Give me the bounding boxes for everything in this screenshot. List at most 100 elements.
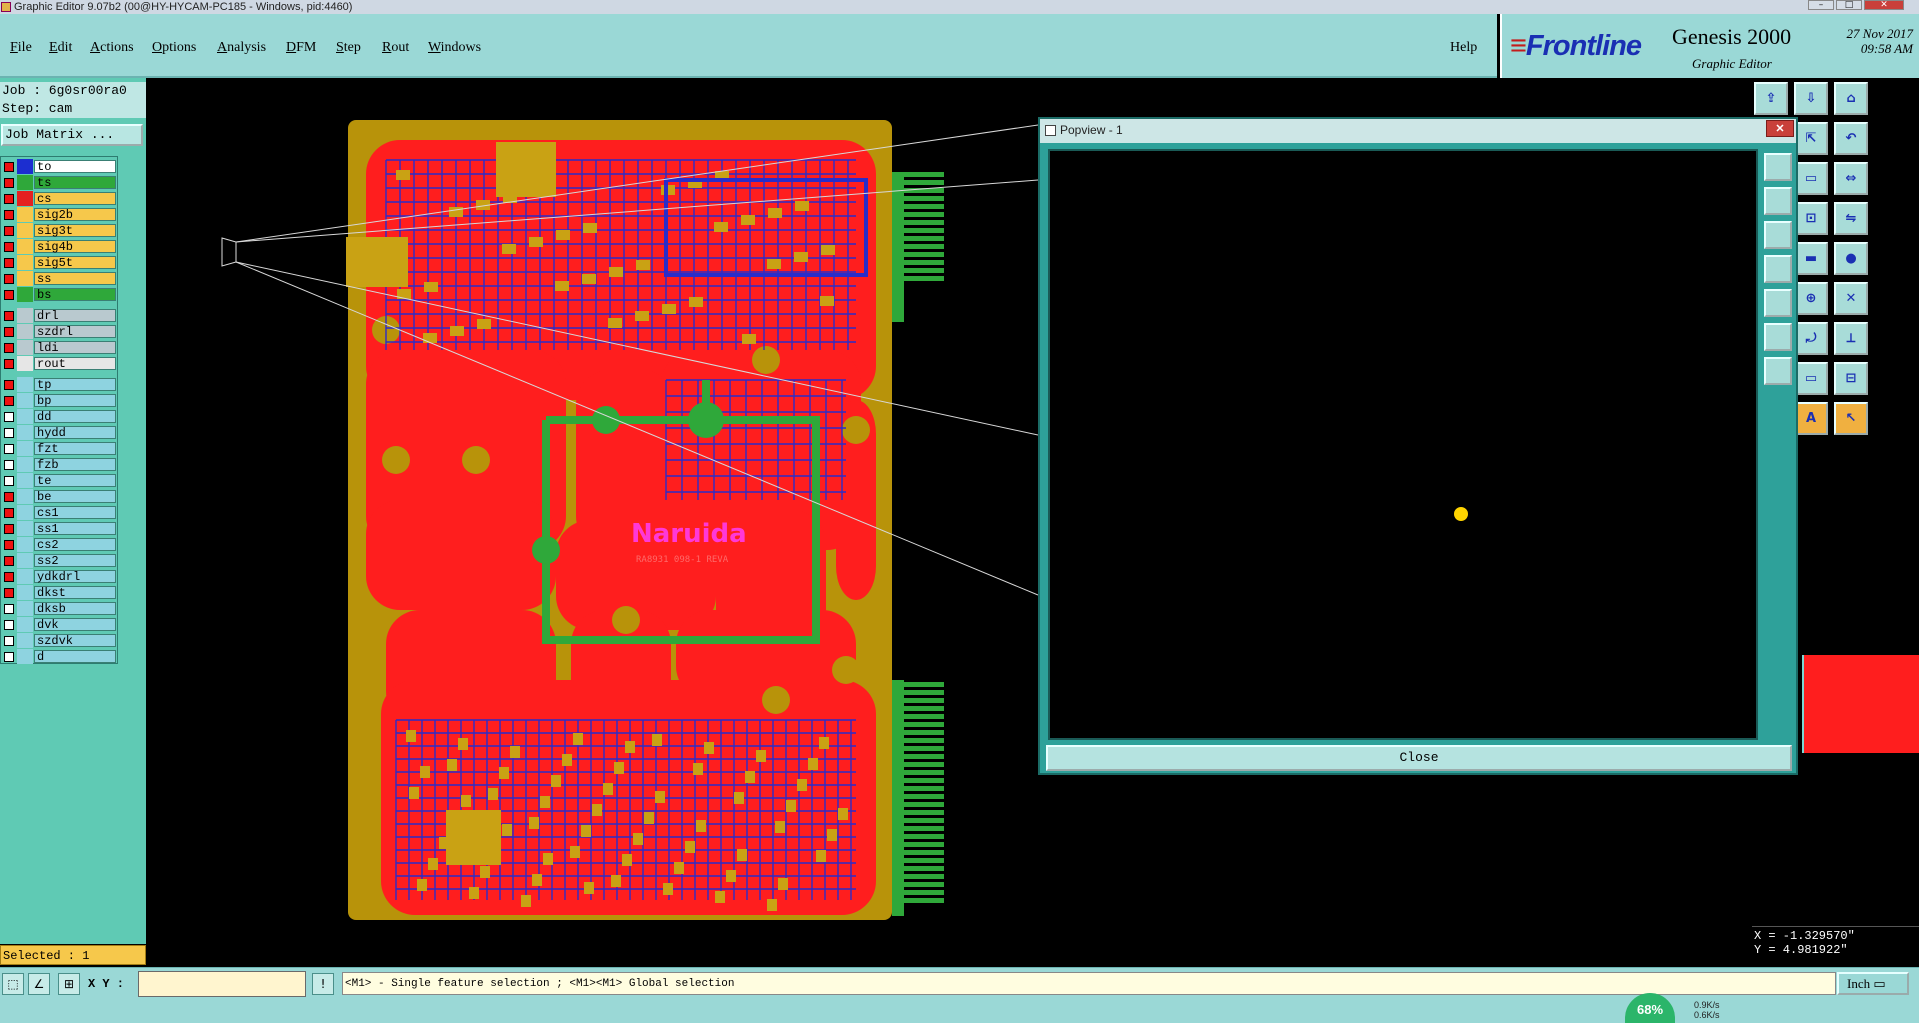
layer-color-swatch[interactable] xyxy=(17,425,33,440)
align-icon[interactable]: ⊟ xyxy=(1834,362,1868,395)
layer-checkbox[interactable] xyxy=(4,178,14,188)
layer-color-swatch[interactable] xyxy=(17,255,33,270)
pv-zoom-icon[interactable] xyxy=(1764,153,1792,181)
home-icon[interactable]: ⌂ xyxy=(1834,82,1868,115)
cut-icon[interactable]: ⇪ xyxy=(1754,82,1788,115)
layer-checkbox[interactable] xyxy=(4,194,14,204)
menu-analysis[interactable]: Analysis xyxy=(217,40,266,56)
layer-row[interactable]: tp xyxy=(1,377,119,392)
layer-row[interactable]: rout xyxy=(1,356,119,371)
layer-row[interactable]: dksb xyxy=(1,601,119,616)
measure-icon[interactable]: ▬ xyxy=(1794,242,1828,275)
layer-checkbox[interactable] xyxy=(4,359,14,369)
layer-name[interactable]: ydkdrl xyxy=(34,570,116,584)
layer-name[interactable]: dksb xyxy=(34,602,116,616)
layer-color-swatch[interactable] xyxy=(17,457,33,472)
layer-row[interactable]: cs1 xyxy=(1,505,119,520)
layer-name[interactable]: sig3t xyxy=(34,224,116,238)
layer-name[interactable]: tp xyxy=(34,378,116,392)
layer-color-swatch[interactable] xyxy=(17,633,33,648)
layer-checkbox[interactable] xyxy=(4,508,14,518)
layer-color-swatch[interactable] xyxy=(17,340,33,355)
layer-row[interactable]: sig3t xyxy=(1,223,119,238)
layer-checkbox[interactable] xyxy=(4,290,14,300)
pad-icon[interactable]: ● xyxy=(1834,242,1868,275)
menu-step[interactable]: Step xyxy=(336,40,361,56)
undo-icon[interactable]: ↶ xyxy=(1834,122,1868,155)
layer-name[interactable]: szdvk xyxy=(34,634,116,648)
layer-checkbox[interactable] xyxy=(4,604,14,614)
layer-row[interactable]: cs2 xyxy=(1,537,119,552)
window-close-button[interactable]: ✕ xyxy=(1864,0,1904,10)
layer-color-swatch[interactable] xyxy=(17,521,33,536)
pv-center-icon[interactable] xyxy=(1764,357,1792,385)
layer-color-swatch[interactable] xyxy=(17,191,33,206)
layer-color-swatch[interactable] xyxy=(17,308,33,323)
layer-checkbox[interactable] xyxy=(4,620,14,630)
layer-checkbox[interactable] xyxy=(4,572,14,582)
layer-name[interactable]: cs xyxy=(34,192,116,206)
menu-file[interactable]: File xyxy=(10,40,32,56)
snap-icon[interactable]: ⊕ xyxy=(1794,282,1828,315)
layer-row[interactable]: sig5t xyxy=(1,255,119,270)
menu-help[interactable]: Help xyxy=(1450,40,1478,55)
layer-name[interactable]: dd xyxy=(34,410,116,424)
popview-close-x[interactable]: ✕ xyxy=(1766,120,1794,137)
layer-checkbox[interactable] xyxy=(4,636,14,646)
layer-row[interactable]: szdvk xyxy=(1,633,119,648)
layer-checkbox[interactable] xyxy=(4,327,14,337)
layer-color-swatch[interactable] xyxy=(17,441,33,456)
grid-mode-icon[interactable]: ⊞ xyxy=(58,973,80,995)
layer-checkbox[interactable] xyxy=(4,226,14,236)
layer-checkbox[interactable] xyxy=(4,556,14,566)
layer-row[interactable]: fzt xyxy=(1,441,119,456)
connect-icon[interactable]: ⟂ xyxy=(1834,322,1868,355)
layer-color-swatch[interactable] xyxy=(17,223,33,238)
copy-icon[interactable]: ⊡ xyxy=(1794,202,1828,235)
layer-row[interactable]: d xyxy=(1,649,119,664)
layer-row[interactable]: ts xyxy=(1,175,119,190)
minimize-button[interactable]: – xyxy=(1808,0,1834,10)
menu-actions[interactable]: Actions xyxy=(90,40,134,56)
layer-name[interactable]: bp xyxy=(34,394,116,408)
layer-name[interactable]: to xyxy=(34,160,116,174)
layer-checkbox[interactable] xyxy=(4,380,14,390)
menu-options[interactable]: Options xyxy=(152,40,196,56)
pv-up-icon[interactable] xyxy=(1764,187,1792,215)
layer-name[interactable]: cs2 xyxy=(34,538,116,552)
popview-titlebar[interactable]: Popview - 1 ✕ xyxy=(1040,119,1796,143)
layer-checkbox[interactable] xyxy=(4,258,14,268)
layer-color-swatch[interactable] xyxy=(17,409,33,424)
menu-dfm[interactable]: DFM xyxy=(286,40,316,56)
pv-down-icon[interactable] xyxy=(1764,221,1792,249)
job-matrix-button[interactable]: Job Matrix ... xyxy=(1,124,143,146)
work-layer-icon[interactable] xyxy=(17,159,33,174)
zoom-in-icon[interactable]: ⇱ xyxy=(1794,122,1828,155)
layer-name[interactable]: bs xyxy=(34,288,116,302)
select-mode-icon[interactable]: ⬚ xyxy=(2,973,24,995)
layer-checkbox[interactable] xyxy=(4,412,14,422)
layer-checkbox[interactable] xyxy=(4,588,14,598)
menu-rout[interactable]: Rout xyxy=(382,40,409,56)
pv-right-icon[interactable] xyxy=(1764,289,1792,317)
popview-canvas[interactable] xyxy=(1048,149,1758,740)
layer-row[interactable]: cs xyxy=(1,191,119,206)
layer-row[interactable]: dkst xyxy=(1,585,119,600)
layer-checkbox[interactable] xyxy=(4,524,14,534)
layer-name[interactable]: sig2b xyxy=(34,208,116,222)
layer-name[interactable]: be xyxy=(34,490,116,504)
split-icon[interactable]: ▭ xyxy=(1794,162,1828,195)
layer-checkbox[interactable] xyxy=(4,476,14,486)
layer-row[interactable]: sig2b xyxy=(1,207,119,222)
info-icon[interactable]: ! xyxy=(312,973,334,995)
layer-row[interactable]: ydkdrl xyxy=(1,569,119,584)
layer-color-swatch[interactable] xyxy=(17,649,33,664)
layer-row[interactable]: bs xyxy=(1,287,119,302)
measure-mode-icon[interactable]: ∠ xyxy=(28,973,50,995)
layer-color-swatch[interactable] xyxy=(17,287,33,302)
mirror-icon[interactable]: ⇋ xyxy=(1834,202,1868,235)
layer-checkbox[interactable] xyxy=(4,274,14,284)
layer-name[interactable]: szdrl xyxy=(34,325,116,339)
layer-name[interactable]: fzt xyxy=(34,442,116,456)
